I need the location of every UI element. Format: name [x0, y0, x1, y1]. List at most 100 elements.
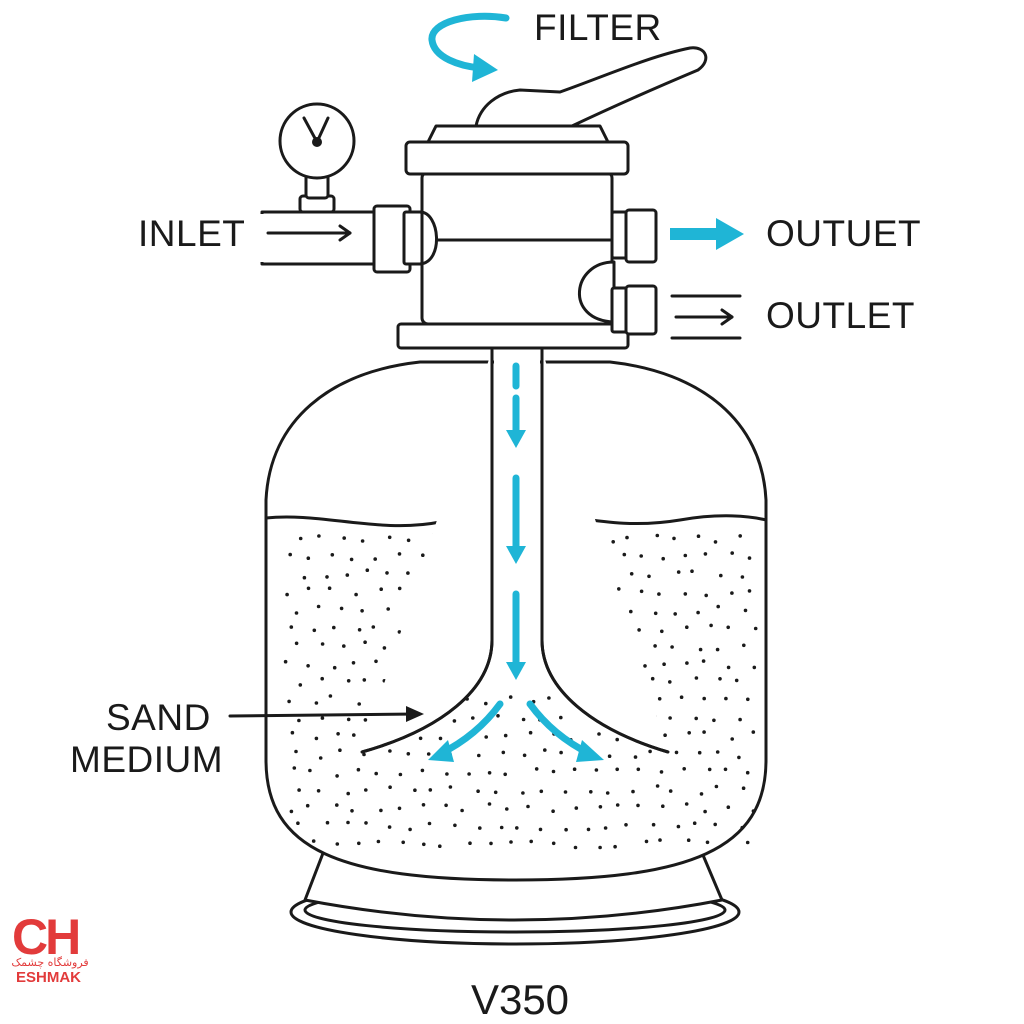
sand-dot — [289, 625, 294, 629]
sand-dot — [683, 553, 688, 558]
sand-dot — [296, 821, 300, 825]
cheshmak-logo: CH فروشگاه چشمک ESHMAK — [11, 909, 88, 986]
sand-dot — [297, 718, 301, 723]
sand-dot — [509, 840, 513, 844]
sand-dot — [625, 535, 629, 540]
sand-dot — [676, 824, 681, 829]
logo-script: فروشگاه چشمک — [11, 956, 88, 969]
sand-dot — [615, 803, 620, 807]
sand-dot — [508, 695, 513, 699]
sand-dot — [357, 628, 362, 632]
sand-dot — [712, 718, 716, 723]
sand-dot — [637, 628, 641, 632]
sand-dot — [292, 766, 297, 770]
sand-dot — [586, 827, 591, 832]
sand-dot — [685, 625, 689, 629]
sand-dot — [427, 821, 432, 826]
sand-dot — [460, 808, 464, 813]
sand-dot — [617, 587, 621, 591]
sand-dot — [672, 536, 676, 541]
sand-dot — [723, 767, 728, 772]
sand-dot — [476, 789, 480, 793]
sand-dot — [397, 806, 402, 811]
sand-dot — [287, 699, 291, 704]
sand-dot — [574, 806, 579, 810]
sand-dot — [564, 827, 568, 832]
sand-dot — [285, 592, 289, 597]
sand-dot — [703, 809, 707, 814]
sand-dot — [538, 827, 543, 832]
sand-dot — [484, 735, 489, 739]
sand-dot — [668, 716, 672, 720]
sand-dot — [356, 767, 361, 772]
sand-dot — [603, 826, 608, 830]
sand-dot — [363, 640, 367, 644]
sand-dot — [387, 535, 392, 540]
sand-dot — [726, 625, 730, 630]
sand-dot — [294, 749, 298, 754]
sand-dot — [487, 802, 492, 806]
sand-dot — [653, 611, 658, 616]
sand-dot — [346, 717, 351, 722]
sand-dot — [371, 625, 376, 629]
sand-dot — [297, 788, 301, 792]
sand-dot — [696, 534, 701, 538]
sand-dot — [444, 803, 448, 808]
sand-dot — [339, 606, 344, 611]
sand-dot — [611, 540, 615, 544]
sand-dot — [676, 570, 681, 574]
outuet-arrow-icon — [670, 218, 744, 250]
sand-dot — [388, 749, 392, 753]
sand-dot — [657, 592, 661, 596]
sand-dot — [573, 845, 578, 850]
sand-dot — [314, 701, 319, 705]
sand-dot — [386, 607, 391, 611]
sand-dot — [374, 771, 379, 776]
sand-dot — [624, 823, 628, 827]
sand-dot — [745, 840, 750, 845]
sand-dot — [374, 659, 378, 664]
sand-dot — [306, 664, 310, 668]
sand-dot — [648, 749, 652, 754]
sand-dot — [713, 822, 717, 827]
sand-dot — [332, 665, 337, 670]
sand-dot — [306, 556, 311, 560]
sand-dot — [598, 845, 602, 850]
sand-dot — [503, 772, 508, 777]
sand-dot — [685, 661, 689, 665]
sand-dot — [484, 701, 488, 706]
sand-dot — [707, 767, 712, 772]
filter-tank — [264, 348, 768, 882]
filter-label: FILTER — [534, 7, 662, 48]
sand-dot — [663, 733, 667, 737]
sand-dot — [320, 676, 325, 681]
sand-dot — [741, 786, 746, 790]
sand-dot — [715, 750, 720, 754]
sand-dot — [364, 788, 368, 792]
sand-dot — [360, 609, 364, 613]
sand-dot — [499, 825, 504, 830]
sand-dot — [408, 827, 412, 832]
sand-dot — [365, 568, 370, 572]
sand-dot — [529, 839, 533, 844]
sand-dot — [724, 696, 728, 701]
sand-dot — [357, 702, 362, 706]
sand-dot — [559, 750, 563, 755]
sand-dot — [753, 626, 758, 631]
sand-dot — [364, 821, 368, 825]
sand-dot — [468, 841, 472, 845]
sand-dot — [658, 838, 662, 842]
sand-dot — [298, 536, 303, 541]
sand-dot — [418, 736, 423, 741]
sand-dot — [308, 768, 312, 773]
sand-dot — [515, 826, 519, 830]
sand-dot — [362, 678, 367, 682]
sand-dot — [629, 572, 634, 576]
sand-dot — [477, 753, 481, 758]
sand-dot — [705, 840, 710, 845]
sand-dot — [659, 770, 664, 774]
sand-dot — [752, 665, 757, 670]
sand-dot — [428, 788, 433, 792]
sand-dot — [730, 737, 734, 741]
sand-dot — [726, 665, 731, 670]
